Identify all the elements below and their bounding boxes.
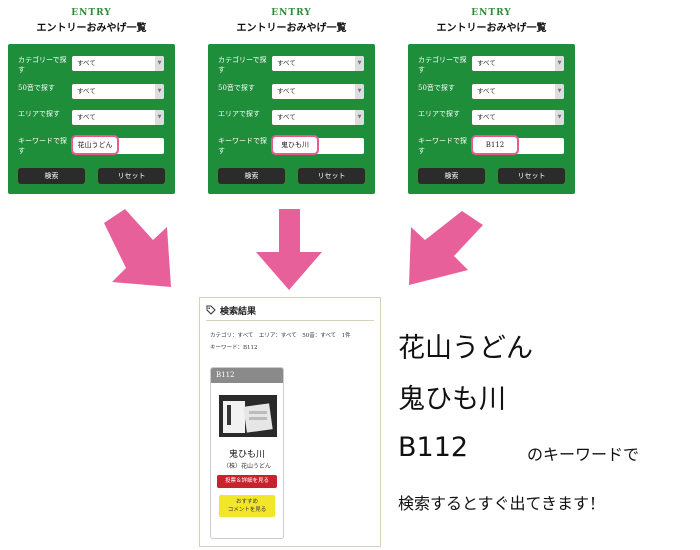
item-name: 鬼ひも川 (228, 450, 265, 460)
keyword-value-highlight: B112 (471, 135, 519, 155)
keyword-value-highlight: 花山うどん (71, 135, 119, 155)
keyword-input[interactable]: B112 (471, 135, 564, 155)
caption-line-3: B112 (398, 432, 469, 463)
search-panel-3: ENTRY エントリーおみやげ一覧 カテゴリーで探す すべて▼ 50音で探す す… (408, 8, 575, 194)
kana-row: 50音で探す すべて▼ (408, 82, 575, 106)
chevron-down-icon: ▼ (555, 110, 564, 125)
keyword-label: キーワードで探す (218, 137, 267, 155)
keyword-input[interactable]: 花山うどん (71, 135, 164, 155)
keyword-input[interactable]: 鬼ひも川 (271, 135, 364, 155)
caption-line-3-suffix: のキーワードで (527, 445, 640, 464)
area-row: エリアで探す すべて▼ (408, 108, 575, 132)
keyword-row: キーワードで探す 花山うどん (8, 135, 175, 159)
panel-title: エントリーおみやげ一覧 (436, 23, 547, 34)
chevron-down-icon: ▼ (355, 84, 364, 99)
keyword-label: キーワードで探す (18, 137, 67, 155)
arrow-down-left-icon (409, 211, 483, 285)
area-label: エリアで探す (418, 110, 460, 118)
category-row: カテゴリーで探す すべて▼ (8, 54, 175, 78)
kana-select[interactable]: すべて▼ (272, 84, 364, 99)
chevron-down-icon: ▼ (355, 110, 364, 125)
area-label: エリアで探す (218, 110, 260, 118)
category-select[interactable]: すべて▼ (272, 56, 364, 71)
chevron-down-icon: ▼ (555, 84, 564, 99)
kana-select[interactable]: すべて▼ (72, 84, 164, 99)
chevron-down-icon: ▼ (155, 110, 164, 125)
reset-button[interactable]: リセット (98, 168, 165, 184)
results-heading: 検索結果 (206, 304, 256, 317)
kana-label: 50音で探す (18, 84, 55, 92)
search-keyword: キーワード：B112 (210, 345, 258, 351)
panel-title: エントリーおみやげ一覧 (236, 23, 347, 34)
kana-select[interactable]: すべて▼ (472, 84, 564, 99)
reset-button[interactable]: リセット (498, 168, 565, 184)
kana-row: 50音で探す すべて▼ (8, 82, 175, 106)
tag-icon (206, 305, 216, 315)
caption-line-2: 鬼ひも川 (398, 384, 506, 415)
kana-label: 50音で探す (418, 84, 455, 92)
area-select[interactable]: すべて▼ (272, 110, 364, 125)
keyword-label: キーワードで探す (418, 137, 467, 155)
chevron-down-icon: ▼ (155, 56, 164, 71)
product-image (219, 395, 277, 437)
chevron-down-icon: ▼ (555, 56, 564, 71)
keyword-row: キーワードで探す B112 (408, 135, 575, 159)
heading-divider (206, 320, 374, 321)
keyword-value-highlight: 鬼ひも川 (271, 135, 319, 155)
search-form: カテゴリーで探す すべて▼ 50音で探す すべて▼ エリアで探す すべて▼ キー… (408, 44, 575, 194)
search-form: カテゴリーで探す すべて▼ 50音で探す すべて▼ エリアで探す すべて▼ キー… (208, 44, 375, 194)
item-shop: （株）花山うどん (222, 463, 271, 470)
search-form: カテゴリーで探す すべて▼ 50音で探す すべて▼ エリアで探す すべて▼ キー… (8, 44, 175, 194)
area-select[interactable]: すべて▼ (472, 110, 564, 125)
entry-label: ENTRY (71, 8, 112, 18)
panel-title: エントリーおみやげ一覧 (36, 23, 147, 34)
search-panel-2: ENTRY エントリーおみやげ一覧 カテゴリーで探す すべて▼ 50音で探す す… (208, 8, 375, 194)
reset-button[interactable]: リセット (298, 168, 365, 184)
area-label: エリアで探す (18, 110, 60, 118)
category-row: カテゴリーで探す すべて▼ (408, 54, 575, 78)
search-button[interactable]: 検索 (418, 168, 485, 184)
search-conditions: カテゴリ：すべて エリア：すべて 50音：すべて 1件 (210, 333, 351, 339)
search-panel-1: ENTRY エントリーおみやげ一覧 カテゴリーで探す すべて▼ 50音で探す す… (8, 8, 175, 194)
entry-label: ENTRY (471, 8, 512, 18)
category-row: カテゴリーで探す すべて▼ (208, 54, 375, 78)
category-label: カテゴリーで探す (18, 56, 67, 74)
caption-line-4: 検索するとすぐ出てきます！ (398, 494, 606, 513)
kana-row: 50音で探す すべて▼ (208, 82, 375, 106)
area-row: エリアで探す すべて▼ (208, 108, 375, 132)
category-label: カテゴリーで探す (218, 56, 267, 74)
category-select[interactable]: すべて▼ (72, 56, 164, 71)
kana-label: 50音で探す (218, 84, 255, 92)
search-results-card: 検索結果 カテゴリ：すべて エリア：すべて 50音：すべて 1件 キーワード：B… (199, 297, 381, 547)
area-select[interactable]: すべて▼ (72, 110, 164, 125)
entry-label: ENTRY (271, 8, 312, 18)
keyword-row: キーワードで探す 鬼ひも川 (208, 135, 375, 159)
arrow-down-right-icon (104, 209, 171, 287)
item-code: B112 (211, 368, 283, 383)
vote-details-button[interactable]: 投票＆詳細を見る (217, 475, 277, 488)
search-button[interactable]: 検索 (18, 168, 85, 184)
search-button[interactable]: 検索 (218, 168, 285, 184)
caption-line-1: 花山うどん (398, 333, 533, 364)
chevron-down-icon: ▼ (155, 84, 164, 99)
chevron-down-icon: ▼ (355, 56, 364, 71)
comment-button[interactable]: おすすめ コメントを見る (219, 495, 275, 517)
category-label: カテゴリーで探す (418, 56, 467, 74)
arrow-down-icon (256, 209, 322, 290)
result-item[interactable]: B112 鬼ひも川 （株）花山うどん 投票＆詳細を見る おすすめ コメントを見る (210, 367, 284, 539)
area-row: エリアで探す すべて▼ (8, 108, 175, 132)
category-select[interactable]: すべて▼ (472, 56, 564, 71)
